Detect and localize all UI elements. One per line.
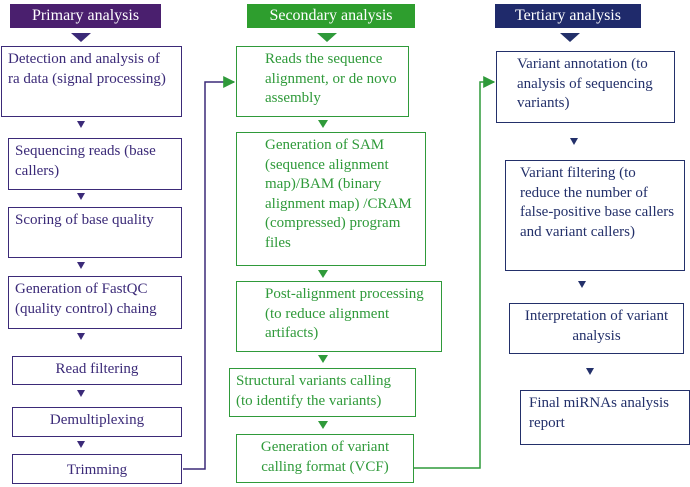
primary-step-trimming: Trimming — [12, 454, 182, 484]
tertiary-header: Tertiary analysis — [495, 4, 641, 28]
arrow-primary-3 — [77, 262, 85, 269]
primary-header: Primary analysis — [10, 4, 161, 28]
tertiary-step-final-report: Final miRNAs analysis report — [520, 390, 690, 445]
arrow-secondary-2 — [318, 270, 328, 278]
arrow-primary-1 — [77, 121, 85, 128]
primary-step-sequencing-reads: Sequencing reads (base callers) — [8, 138, 182, 190]
secondary-step-structural-variants: Structural variants calling (to identify… — [229, 368, 416, 417]
arrow-primary-5 — [77, 390, 85, 397]
primary-step-detection: Detection and analysis of ra data (signa… — [1, 46, 182, 117]
secondary-step-vcf: Generation of variant calling format (VC… — [236, 434, 414, 483]
secondary-step-alignment: Reads the sequence alignment, or de novo… — [236, 46, 409, 117]
arrow-tertiary-2 — [578, 281, 586, 288]
arrow-tertiary-1 — [570, 138, 578, 145]
connector-secondary-to-tertiary — [414, 76, 496, 469]
header-arrow-tertiary — [560, 33, 580, 42]
primary-step-scoring: Scoring of base quality — [8, 207, 182, 258]
tertiary-step-interpretation: Interpretation of variant analysis — [509, 303, 684, 354]
primary-step-fastqc: Generation of FastQC (quality control) c… — [8, 276, 182, 329]
arrow-primary-6 — [77, 441, 85, 448]
connector-primary-to-secondary — [183, 76, 236, 470]
arrow-tertiary-3 — [586, 368, 594, 375]
header-arrow-primary — [71, 33, 91, 42]
header-arrow-secondary — [317, 33, 337, 42]
primary-step-read-filtering: Read filtering — [12, 356, 182, 385]
secondary-step-sam-bam-cram: Generation of SAM (sequence alignment ma… — [236, 132, 426, 266]
tertiary-step-annotation: Variant annotation (to analysis of seque… — [496, 51, 675, 123]
secondary-step-post-alignment: Post-alignment processing (to reduce ali… — [236, 281, 442, 352]
secondary-header: Secondary analysis — [247, 4, 415, 28]
arrow-secondary-4 — [318, 421, 328, 429]
arrow-secondary-1 — [318, 120, 328, 128]
arrow-primary-2 — [77, 193, 85, 200]
arrow-secondary-3 — [318, 355, 328, 363]
primary-step-demultiplexing: Demultiplexing — [12, 407, 182, 437]
arrow-primary-4 — [77, 333, 85, 340]
tertiary-step-filtering: Variant filtering (to reduce the number … — [505, 160, 685, 271]
